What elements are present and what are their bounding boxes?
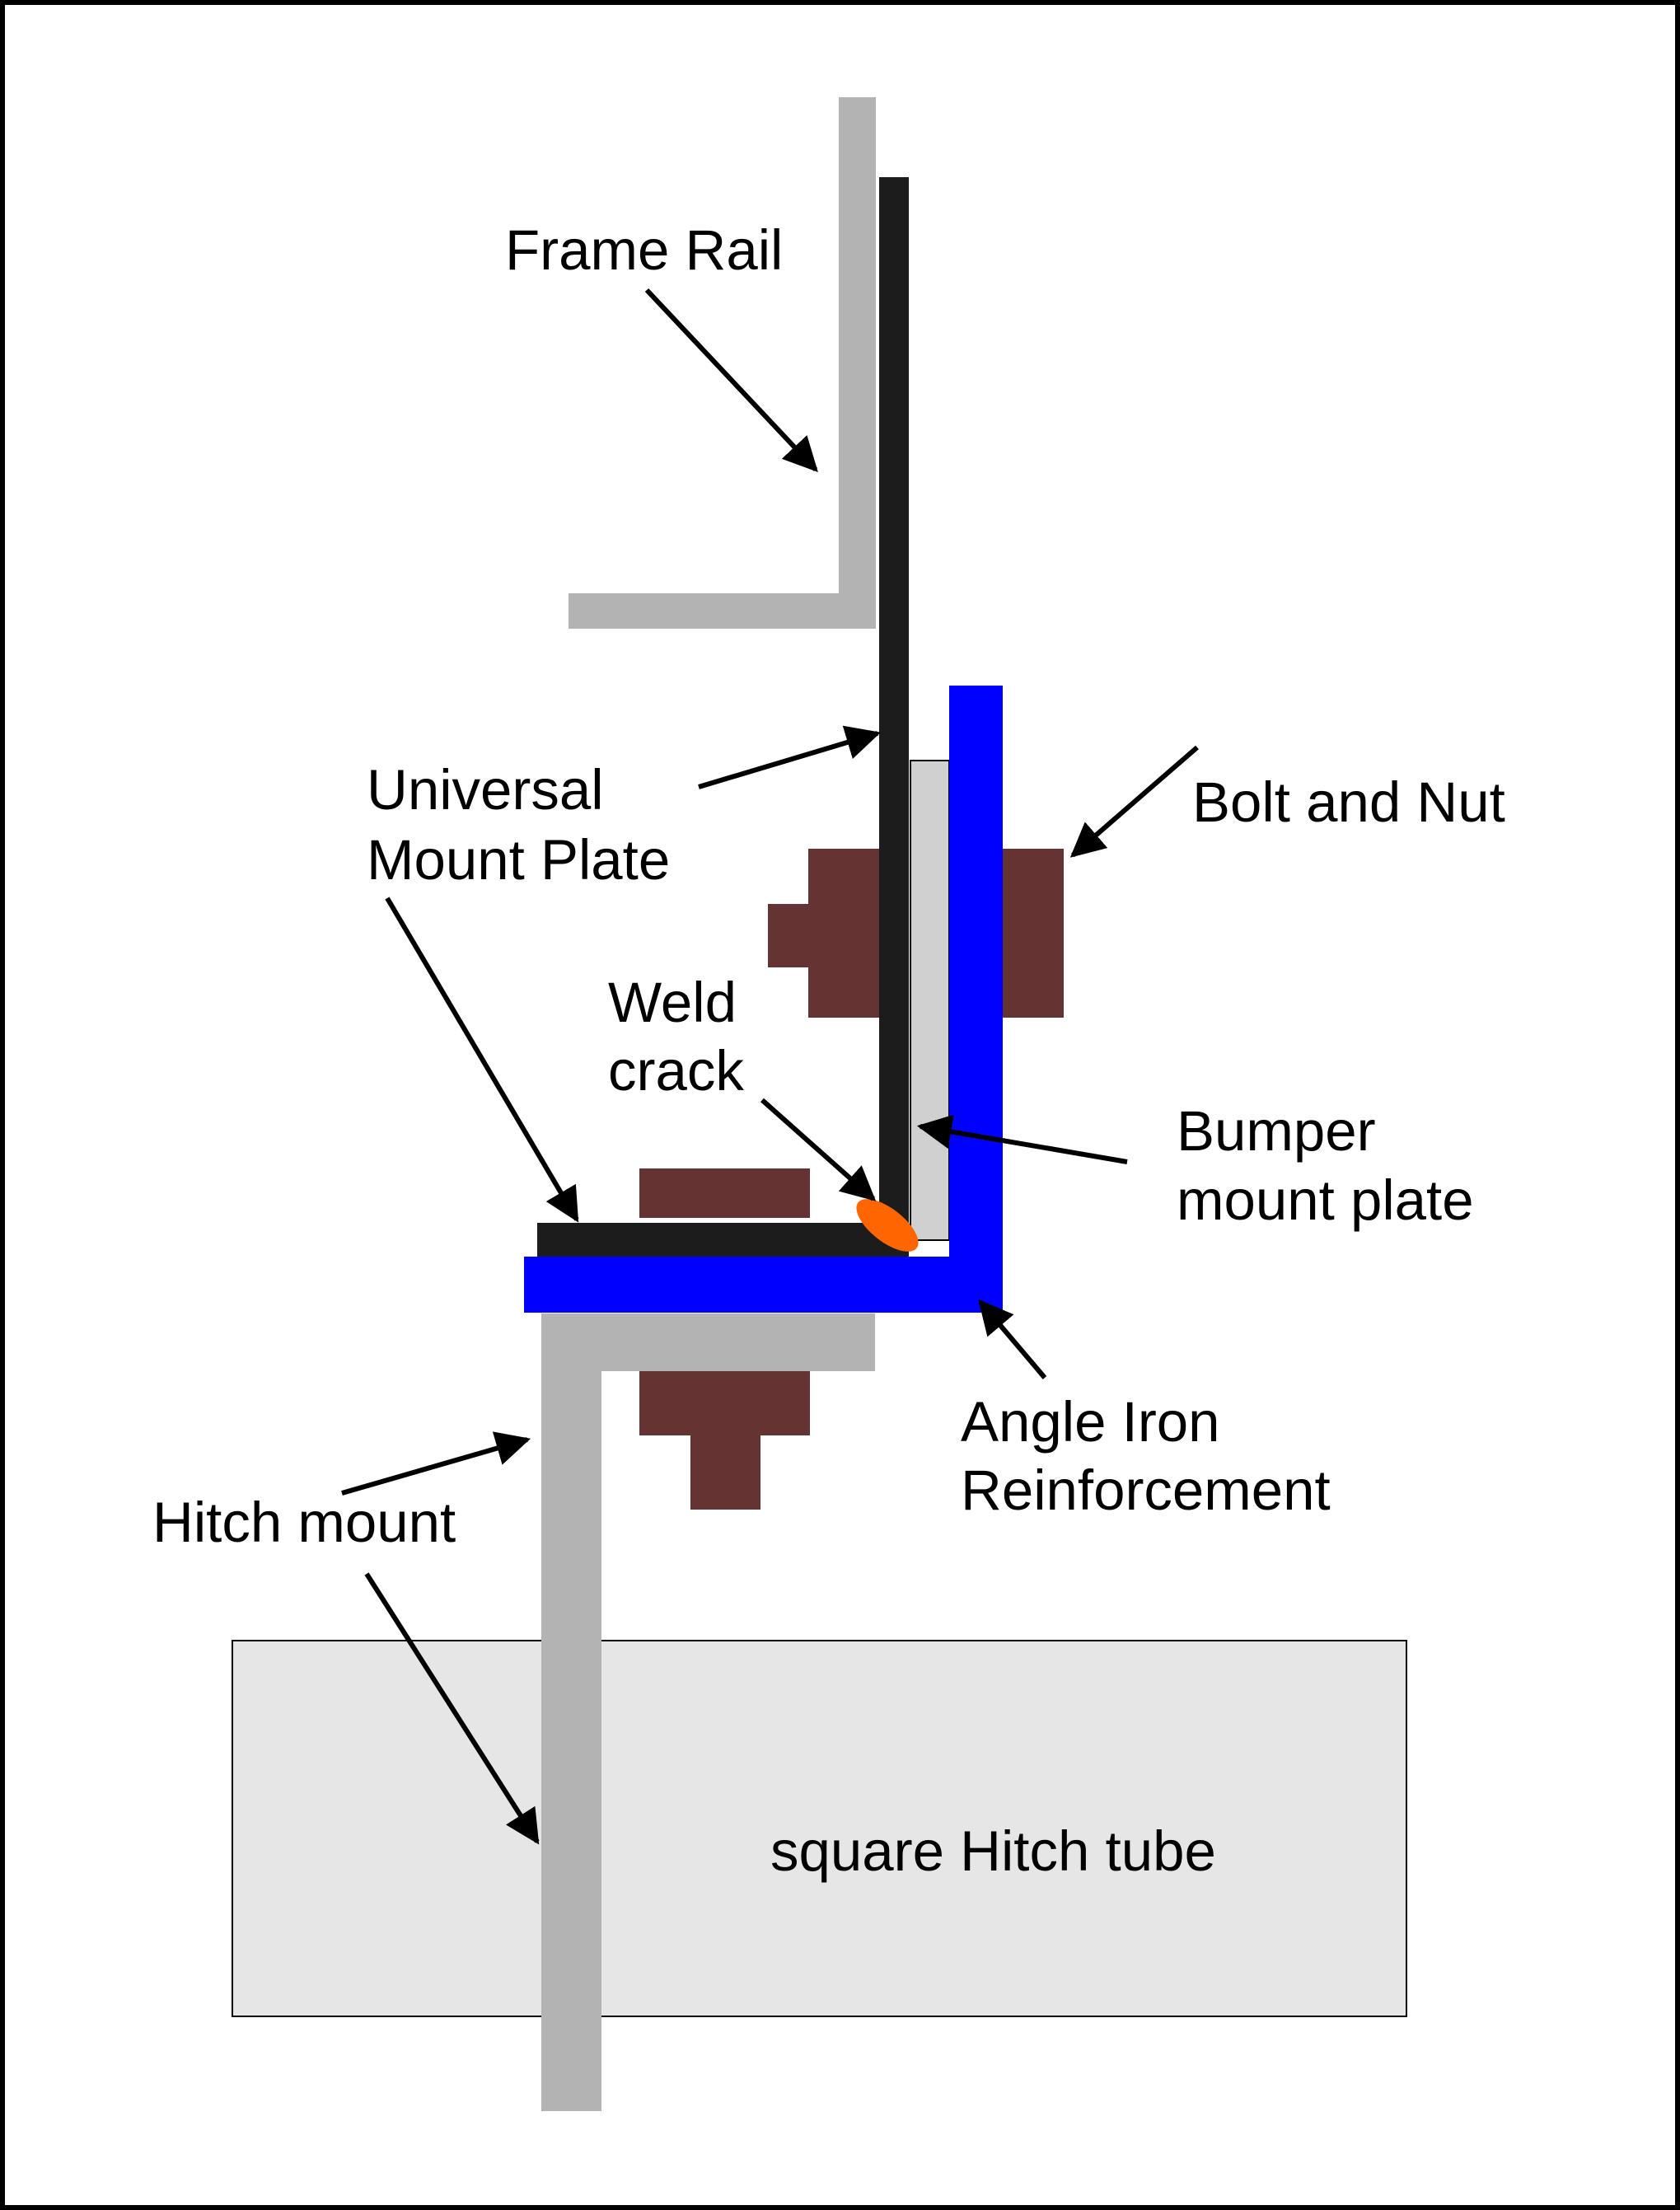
arrow-hitch-mount-upper [341,1431,531,1496]
nut-lower [639,1371,810,1435]
arrow-bolt-and-nut [1069,745,1199,858]
label-universal-mount-plate-line2: Mount Plate [367,828,670,892]
label-angle-iron-reinforcement-line1: Angle Iron [961,1390,1220,1454]
arrow-universal-mount-plate-lower [385,897,579,1223]
angle-iron-horizontal [524,1257,1003,1313]
frame-rail-vertical [839,97,876,629]
nut-upper [1002,849,1064,1018]
square-hitch-tube [232,1640,1407,2017]
label-bumper-mount-plate: Bumper mount plate [1177,1099,1474,1232]
hitch-mount-horizontal [541,1313,875,1371]
arrow-angle-iron-reinforcement [978,1299,1047,1379]
label-bumper-mount-plate-line2: mount plate [1177,1168,1474,1232]
label-frame-rail: Frame Rail [505,218,783,282]
hitch-mount-vertical [541,1313,601,2111]
frame-rail-horizontal [569,593,876,629]
label-weld-crack-line1: Weld [608,971,737,1034]
universal-mount-plate-horizontal [537,1223,909,1257]
arrow-hitch-mount-lower [364,1572,540,1845]
label-angle-iron-reinforcement-line2: Reinforcement [961,1459,1331,1522]
label-weld-crack: Weld crack [608,971,752,1103]
arrow-frame-rail [644,288,818,473]
label-angle-iron-reinforcement: Angle Iron Reinforcement [961,1390,1331,1522]
bolt-tip-lower [690,1435,760,1510]
label-square-hitch-tube: square Hitch tube [770,1819,1216,1883]
label-universal-mount-plate: Universal Mount Plate [367,758,670,892]
universal-mount-plate-vertical [879,177,909,1257]
label-hitch-mount: Hitch mount [152,1491,456,1554]
label-bumper-mount-plate-line1: Bumper [1177,1099,1376,1163]
arrow-weld-crack [760,1098,877,1201]
arrow-universal-mount-plate-upper [698,725,882,789]
label-universal-mount-plate-line1: Universal [367,758,604,822]
bolt-head-upper [808,849,879,1018]
arrow-bumper-mount-plate [916,1114,1128,1164]
label-bolt-and-nut: Bolt and Nut [1192,770,1505,834]
bumper-mount-plate [910,760,950,1241]
label-weld-crack-line2: crack [608,1039,744,1103]
weld-crack-marker [856,1199,919,1252]
bolt-tip-upper [768,904,811,967]
bolt-head-lower [639,1168,810,1218]
angle-iron-vertical [949,686,1003,1273]
